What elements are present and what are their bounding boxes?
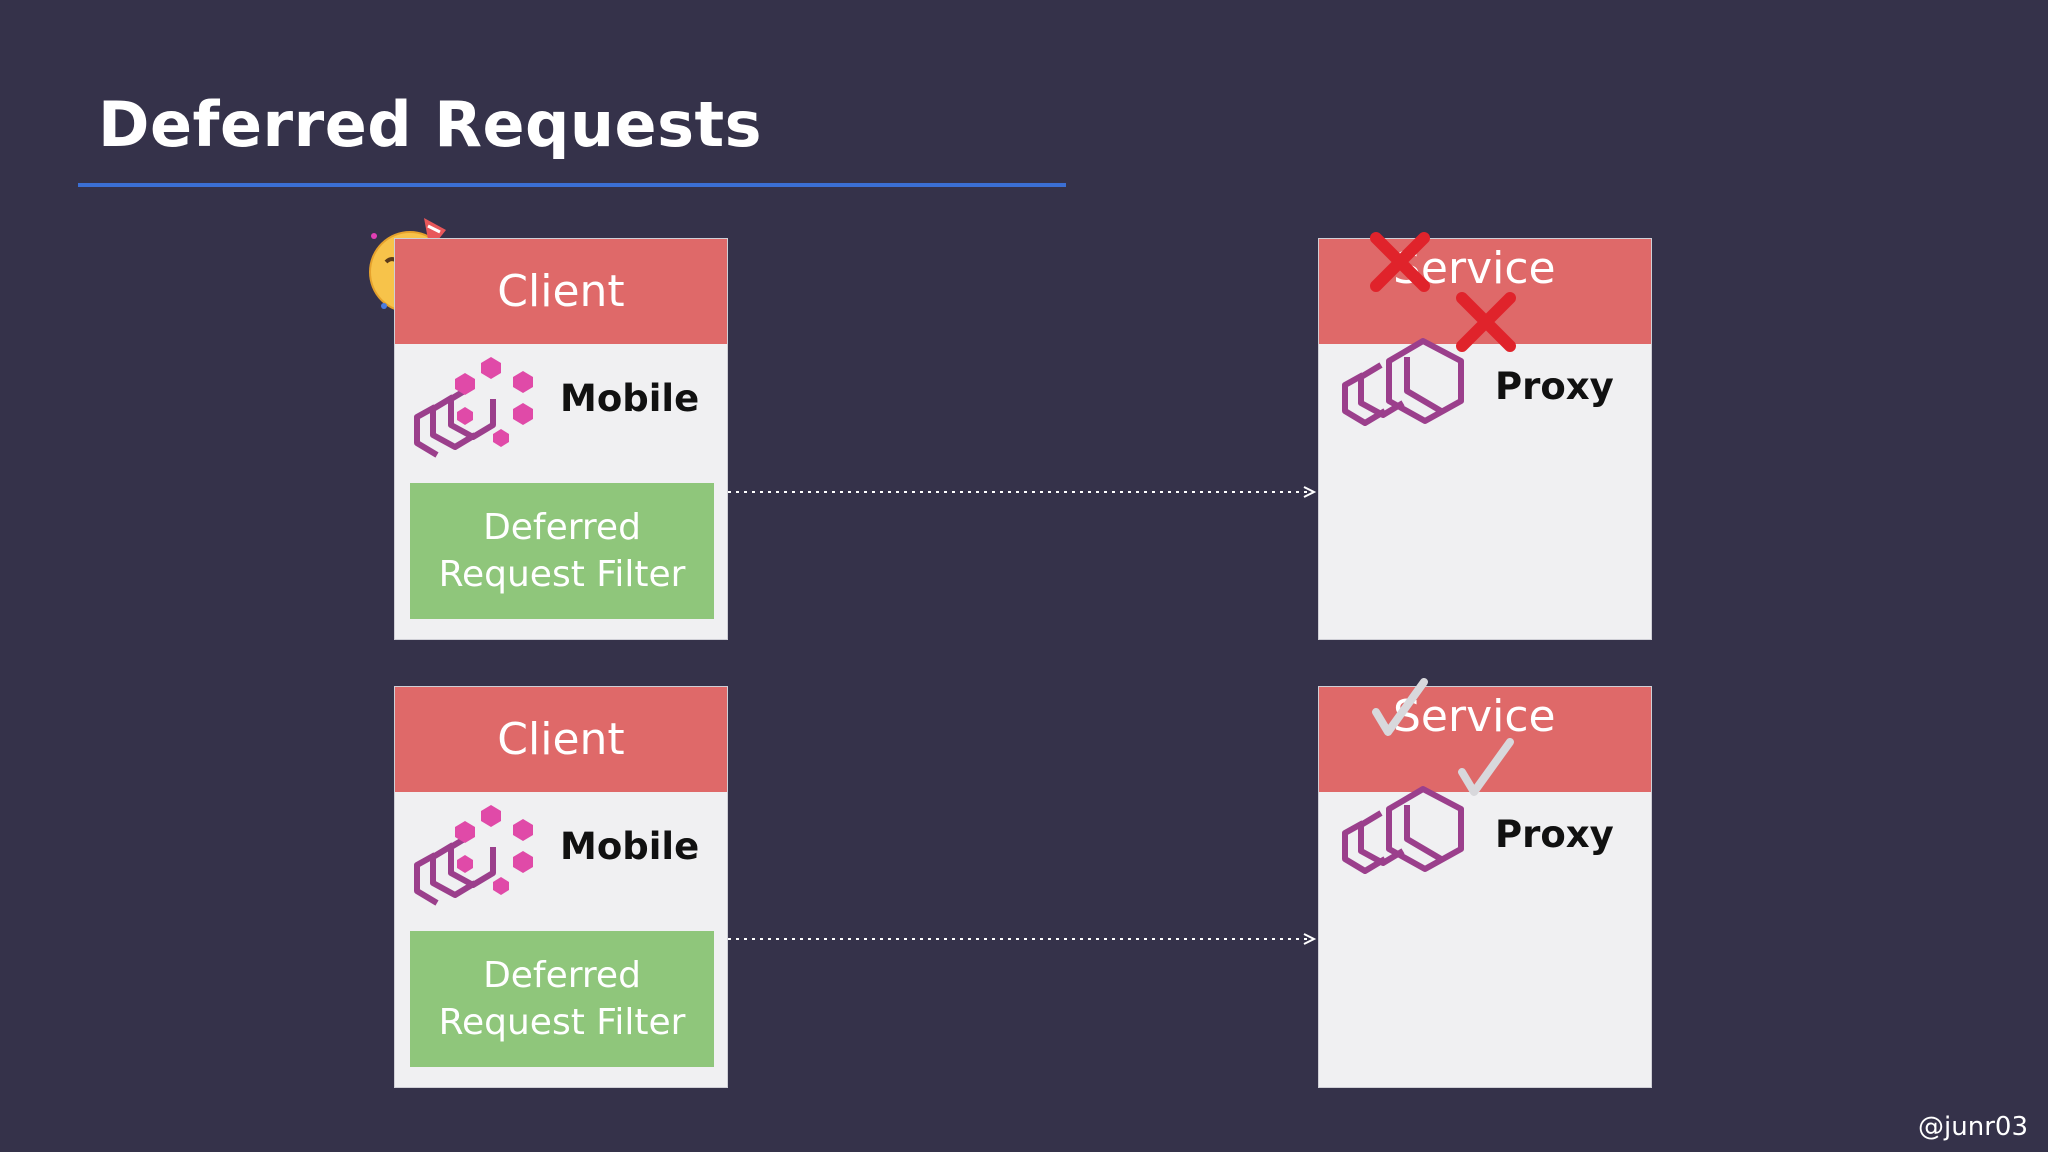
- client-box-2: Client Mobile Deferred Request Filter: [394, 686, 728, 1088]
- envoy-mobile-logo-icon: [414, 357, 533, 458]
- title-underline: [78, 183, 1066, 187]
- envoy-proxy-logo-icon: [1342, 786, 1464, 874]
- red-cross-mark-icon: [1370, 232, 1430, 292]
- client-header-2: Client: [395, 687, 727, 792]
- service-box-2: Service Proxy: [1318, 686, 1652, 1088]
- request-arrow-1: [728, 486, 1317, 498]
- check-mark-icon: [1458, 738, 1514, 796]
- client-header-label: Client: [497, 714, 625, 765]
- mobile-label: Mobile: [560, 377, 700, 420]
- service-header-2: Service: [1319, 687, 1651, 792]
- request-arrow-2: [728, 933, 1317, 945]
- deferred-request-filter: Deferred Request Filter: [410, 483, 714, 619]
- deferred-request-filter: Deferred Request Filter: [410, 931, 714, 1067]
- mobile-label: Mobile: [560, 825, 700, 868]
- envoy-mobile-logo-icon: [414, 805, 533, 906]
- proxy-label: Proxy: [1495, 365, 1614, 408]
- slide-title: Deferred Requests: [98, 88, 763, 161]
- client-box-1: Client Mobile Deferred Request Filter: [394, 238, 728, 640]
- red-cross-mark-icon: [1456, 292, 1516, 352]
- client-header-label: Client: [497, 266, 625, 317]
- author-handle: @junr03: [1918, 1112, 2028, 1142]
- proxy-label: Proxy: [1495, 813, 1614, 856]
- service-header-label: Service: [1393, 691, 1556, 742]
- envoy-proxy-logo-icon: [1342, 338, 1464, 426]
- check-mark-icon: [1372, 678, 1428, 736]
- client-header-1: Client: [395, 239, 727, 344]
